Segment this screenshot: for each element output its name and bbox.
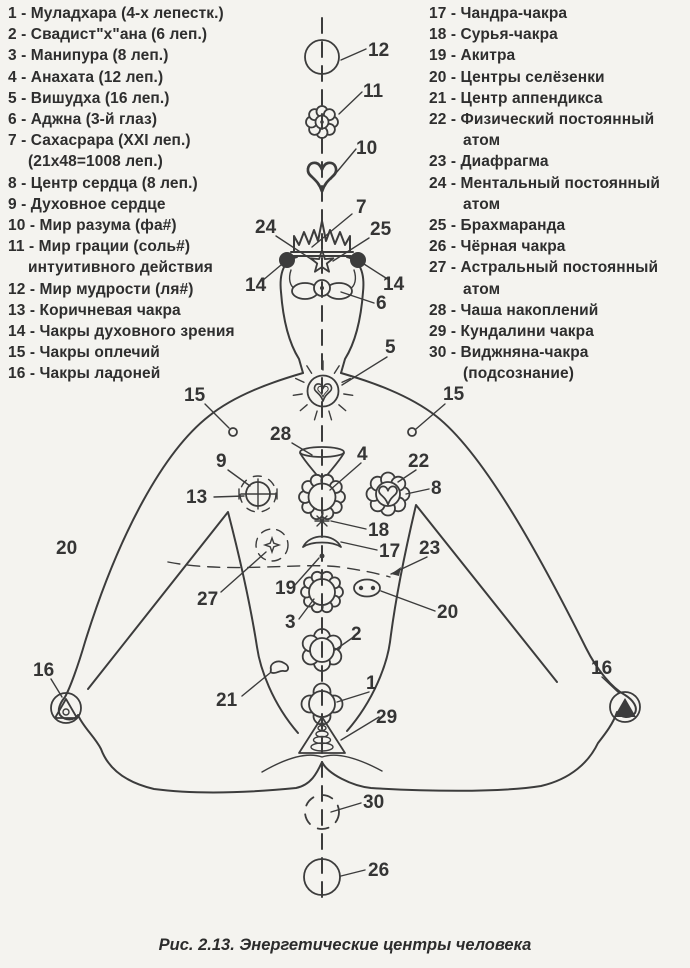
callout-26: 26	[368, 860, 389, 881]
left-arm-outline	[57, 372, 323, 794]
callout-10: 10	[356, 138, 377, 159]
callout-14-right: 14	[383, 274, 405, 295]
legend-item: 8 - Центр сердца (8 леп.)	[8, 174, 198, 192]
callout-11: 11	[363, 81, 384, 102]
callout-30: 30	[363, 792, 384, 813]
callout-27: 27	[197, 589, 218, 610]
chakra-22-8-flower-heart	[365, 471, 411, 517]
callout-1: 1	[366, 673, 377, 694]
chakra-15-right-shoulder-dot	[407, 427, 417, 437]
callout-24: 24	[255, 217, 277, 238]
chakra-17-crescent	[302, 535, 342, 548]
legend-item: 13 - Коричневая чакра	[8, 301, 181, 319]
legend-item: 17 - Чандра-чакра	[429, 5, 568, 22]
callout-7: 7	[356, 197, 367, 218]
callout-17: 17	[379, 541, 400, 562]
legend-item: 27 - Астральный постоянный	[429, 259, 659, 277]
callout-2: 2	[351, 624, 362, 645]
legend-item: 1 - Муладхара (4-х лепестк.)	[8, 5, 224, 22]
callout-4: 4	[357, 444, 368, 465]
callout-20-right: 20	[437, 602, 458, 623]
legend-item: 30 - Виджняна-чакра	[429, 344, 589, 362]
callout-13: 13	[186, 487, 207, 508]
legend-item: 19 - Акитра	[429, 47, 516, 65]
legend-item: 29 - Кундалини чакра	[429, 323, 594, 341]
callout-3: 3	[285, 612, 296, 633]
legend-left-list: 1 - Муладхара (4-х лепестк.) 2 - Свадист"…	[8, 3, 235, 385]
chakra-27-astral-atom	[255, 528, 289, 562]
callout-28: 28	[270, 424, 291, 445]
legend-item: атом	[463, 195, 501, 213]
legend-item: 7 - Сахасрара (XXI леп.)	[8, 132, 191, 150]
callout-20-left: 20	[56, 538, 77, 559]
leader-lines	[50, 48, 620, 877]
legend-item: 18 - Сурья-чакра	[429, 26, 558, 44]
callout-5: 5	[385, 337, 396, 358]
legend-item: (21х48=1008 леп.)	[28, 153, 163, 171]
legend-item: 11 - Мир грации (соль#)	[8, 238, 191, 256]
legend-item: 26 - Чёрная чакра	[429, 238, 566, 256]
body-outline	[57, 220, 637, 794]
legend-item: 21 - Центр аппендикса	[429, 89, 603, 107]
legend-item: 6 - Аджна (3-й глаз)	[8, 111, 158, 129]
legend-item: 28 - Чаша накоплений	[429, 301, 599, 319]
legend-item: 25 - Брахмаранда	[429, 217, 566, 235]
legend-item: 23 - Диафрагма	[429, 153, 549, 171]
legend-item: 3 - Манипура (8 леп.)	[8, 47, 169, 65]
legend-item: 20 - Центры селёзенки	[429, 68, 605, 86]
callout-22: 22	[408, 451, 429, 472]
callout-19: 19	[275, 578, 296, 599]
legend-item: 16 - Чакры ладоней	[8, 365, 161, 383]
chakra-14-left-spiritual-vision	[279, 252, 295, 268]
legend-item: 22 - Физический постоянный	[429, 111, 655, 129]
right-leg-outline	[346, 504, 558, 732]
chakra-15-left-shoulder-dot	[228, 427, 238, 437]
callout-6: 6	[376, 293, 387, 314]
chakra-16-right-palm	[609, 691, 641, 723]
legend-item: 5 - Вишудха (16 леп.)	[8, 89, 170, 107]
diaphragm-line-23	[167, 561, 401, 578]
callout-15-right: 15	[443, 384, 465, 405]
callouts: 12 11 10 7 24 25 14 14 6 5 15 15 28 4 9 …	[33, 40, 612, 881]
chakra-symbols	[50, 39, 641, 896]
right-arm-outline	[321, 372, 637, 792]
legend-item: атом	[463, 280, 501, 298]
legend-item: 2 - Свадист"х"ана (6 леп.)	[8, 26, 208, 44]
legend-item: 4 - Анахата (12 леп.)	[8, 68, 164, 86]
left-leg-outline	[87, 511, 299, 734]
legend-item: 12 - Мир мудрости (ля#)	[8, 280, 194, 298]
chakra-16-left-palm	[50, 692, 82, 724]
callout-12-top: 12	[368, 40, 389, 61]
callout-14-left: 14	[245, 275, 267, 296]
callout-23: 23	[419, 538, 440, 559]
legend-item: интуитивного действия	[28, 259, 213, 277]
callout-18: 18	[368, 520, 389, 541]
figure-caption: Рис. 2.13. Энергетические центры человек…	[158, 936, 532, 954]
chakra-9-13-heart-cross	[238, 475, 278, 513]
chakra-20-spleen-oval	[353, 578, 381, 598]
callout-25: 25	[370, 219, 392, 240]
head-shape	[279, 256, 304, 374]
legend-item: атом	[463, 132, 501, 150]
legend-right-list: 17 - Чандра-чакра 18 - Сурья-чакра 19 - Ак…	[429, 3, 660, 385]
callout-29: 29	[376, 707, 397, 728]
legend-item: 9 - Духовное сердце	[8, 195, 166, 213]
callout-16-right: 16	[591, 658, 612, 679]
legend-item: 14 - Чакры духовного зрения	[8, 323, 235, 341]
callout-8: 8	[431, 478, 442, 499]
callout-15-left: 15	[184, 385, 206, 406]
legend-item: 24 - Ментальный постоянный	[429, 174, 660, 192]
callout-9: 9	[216, 451, 227, 472]
legend-item: 15 - Чакры оплечий	[8, 344, 160, 362]
legend-item: 10 - Мир разума (фа#)	[8, 217, 177, 235]
chakra-14-right-spiritual-vision	[350, 252, 366, 268]
legend-item: (подсознание)	[463, 365, 574, 383]
chakra-21-appendix-bean	[269, 660, 290, 674]
callout-16-left: 16	[33, 660, 54, 681]
chakra-3-manipura-flower	[300, 570, 344, 614]
chakra-11-grace-flower	[305, 105, 339, 139]
callout-21: 21	[216, 690, 238, 711]
